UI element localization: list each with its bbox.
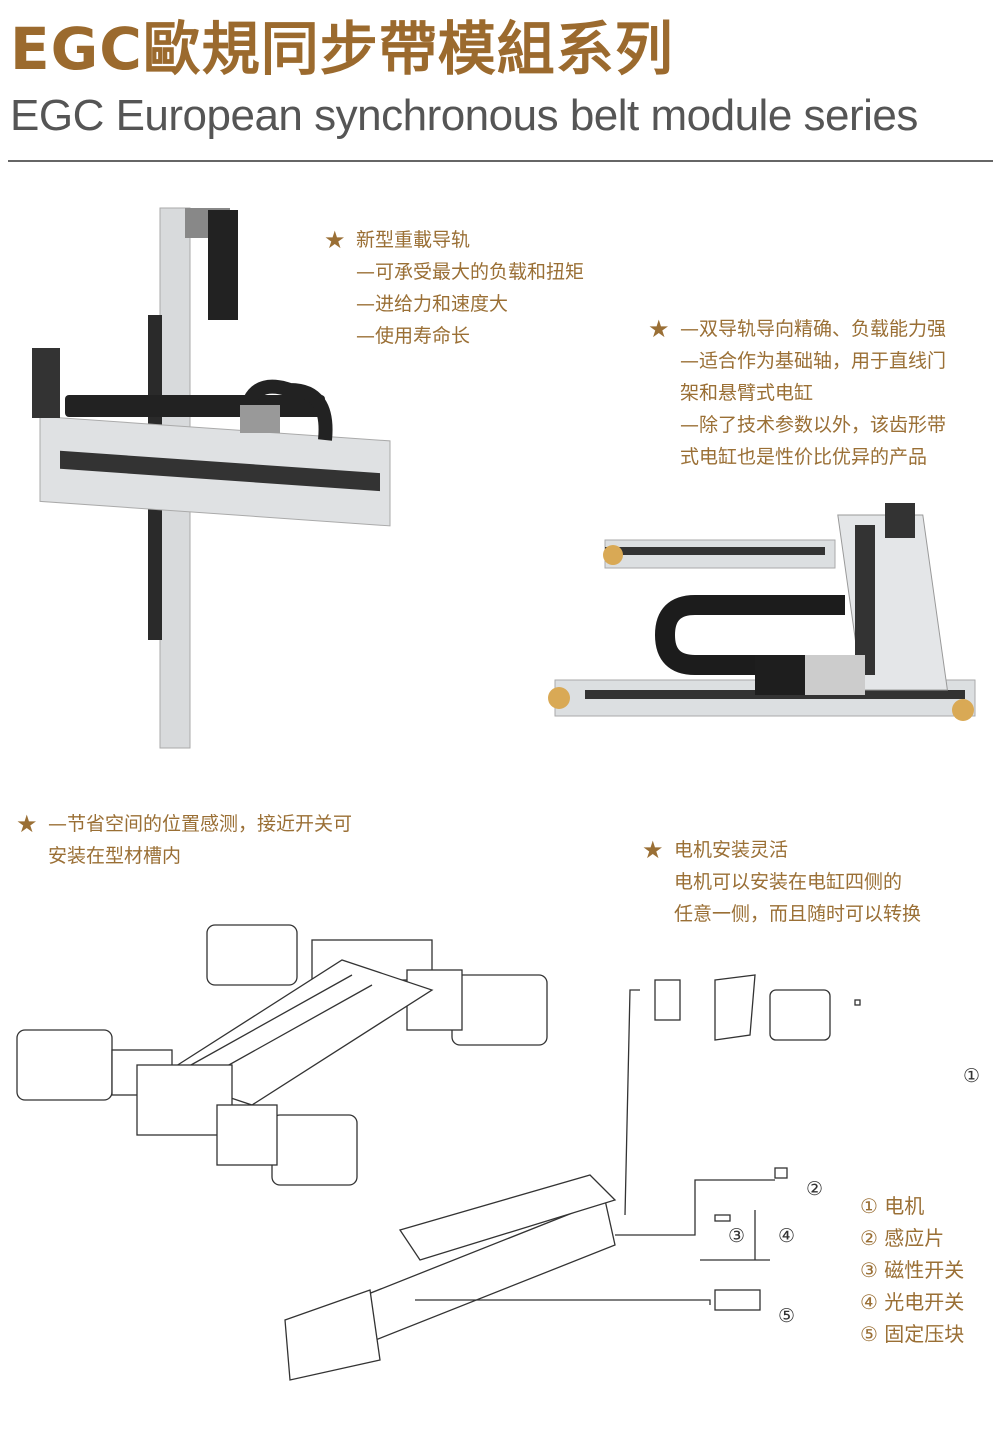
legend-item: ④ 光电开关 bbox=[860, 1290, 965, 1314]
feature-line: 电机安装灵活 bbox=[674, 839, 789, 861]
callout-magnetic-switch: ③ bbox=[728, 1225, 746, 1247]
feature-line: —除了技术参数以外，该齿形带 bbox=[680, 414, 947, 436]
feature-motor-mount: ★ 电机安装灵活 电机可以安装在电缸四侧的 任意一侧，而且随时可以转换 bbox=[642, 834, 922, 930]
callout-sensor-plate: ② bbox=[806, 1178, 824, 1200]
feature-line: —双导轨导向精确、负载能力强 bbox=[680, 318, 947, 340]
feature-line: 安装在型材槽内 bbox=[48, 845, 182, 867]
line-drawing-gantry-image bbox=[16, 924, 548, 1186]
title-chinese: EGC歐規同步帶模組系列 bbox=[10, 15, 674, 83]
feature-line: 式电缸也是性价比优异的产品 bbox=[680, 446, 928, 468]
callout-photo-switch: ④ bbox=[778, 1225, 796, 1247]
star-icon: ★ bbox=[648, 315, 670, 343]
feature-line: —进给力和速度大 bbox=[356, 293, 509, 315]
callout-clamp-block: ⑤ bbox=[778, 1305, 796, 1327]
cantilever-gantry-image bbox=[32, 207, 391, 749]
legend-item: ① 电机 bbox=[860, 1194, 925, 1218]
title-english: EGC European synchronous belt module ser… bbox=[10, 91, 918, 140]
feature-heavy-rail: ★ 新型重載导轨 —可承受最大的负载和扭矩 —进给力和速度大 —使用寿命长 bbox=[324, 224, 585, 352]
feature-line: —使用寿命长 bbox=[356, 325, 471, 347]
parts-legend: ① 电机 ② 感应片 ③ 磁性开关 ④ 光电开关 ⑤ 固定压块 bbox=[860, 1190, 964, 1350]
feature-sensing: ★ —节省空间的位置感测，接近开关可 安装在型材槽内 bbox=[16, 808, 353, 872]
feature-line: 架和悬臂式电缸 bbox=[680, 382, 814, 404]
feature-line: —节省空间的位置感测，接近开关可 bbox=[48, 813, 353, 835]
exploded-view-image bbox=[284, 974, 861, 1381]
legend-item: ⑤ 固定压块 bbox=[860, 1322, 965, 1346]
legend-item: ② 感应片 bbox=[860, 1226, 945, 1250]
feature-line: 任意一侧，而且随时可以转换 bbox=[674, 903, 922, 925]
feature-line: 电机可以安装在电缸四侧的 bbox=[674, 871, 903, 893]
feature-line: —适合作为基础轴，用于直线门 bbox=[680, 350, 947, 372]
callout-motor: ① bbox=[963, 1065, 981, 1087]
legend-item: ③ 磁性开关 bbox=[860, 1258, 965, 1282]
star-icon: ★ bbox=[642, 836, 664, 864]
feature-line: —可承受最大的负载和扭矩 bbox=[356, 261, 585, 283]
h-gantry-image bbox=[548, 503, 976, 721]
star-icon: ★ bbox=[16, 810, 38, 838]
star-icon: ★ bbox=[324, 226, 346, 254]
feature-line: 新型重載导轨 bbox=[356, 229, 471, 251]
divider bbox=[8, 160, 993, 162]
feature-dual-rail: ★ —双导轨导向精确、负载能力强 —适合作为基础轴，用于直线门 架和悬臂式电缸 … bbox=[648, 313, 947, 473]
